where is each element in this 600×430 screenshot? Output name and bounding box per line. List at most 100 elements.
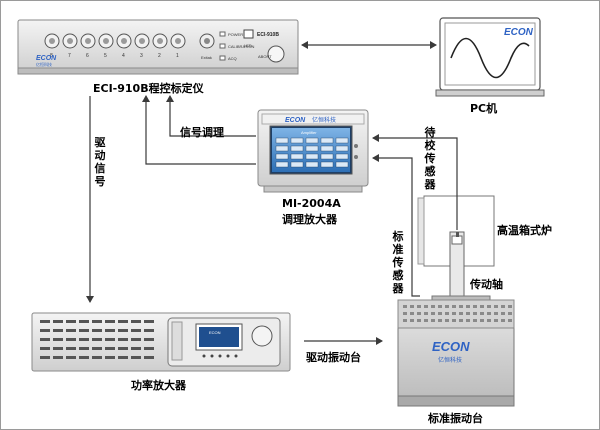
amp-screen-button (290, 145, 304, 152)
arrow-standard-sensor (372, 154, 420, 297)
shaker-vent (438, 319, 442, 322)
pc-brand: ECON (504, 27, 534, 38)
shaker-vent (452, 305, 456, 308)
vent-slot (105, 356, 115, 359)
shaker-vent (445, 319, 449, 322)
vent-slot (131, 320, 141, 323)
vent-slot (40, 347, 50, 350)
shaker-vent (466, 312, 470, 315)
vent-slot (131, 347, 141, 350)
bnc-channel-number: 7 (68, 53, 71, 59)
amp-brand: ECON (285, 117, 306, 124)
power-amp-vents (40, 320, 154, 359)
amp-screen-button (320, 145, 334, 152)
eci-brand: ECON (36, 55, 57, 62)
amp-screen-button (275, 137, 289, 144)
power-amp-dot (226, 354, 230, 358)
shaker-vent (473, 305, 477, 308)
shaker-vent (473, 312, 477, 315)
bnc-connector-pin (103, 38, 109, 44)
arrow-sensor-under-test (372, 134, 458, 230)
eci-label: ECI-910B程控标定仪 (93, 82, 204, 95)
calibration-led-label: CALIBRATION (228, 44, 254, 49)
pc-label: PC机 (470, 102, 498, 115)
shaker-vent (508, 312, 512, 315)
shaker-vent (403, 319, 407, 322)
vent-slot (79, 320, 89, 323)
vent-slot (144, 347, 154, 350)
power-amp-dot (218, 354, 222, 358)
shaker-vent (466, 305, 470, 308)
vent-slot (105, 329, 115, 332)
vent-slot (53, 320, 63, 323)
vent-slot (40, 320, 50, 323)
connection-arrows (86, 41, 458, 345)
drive-shaker-label: 驱动振动台 (306, 351, 361, 364)
amp-screen-button (320, 137, 334, 144)
shaker-vent (431, 305, 435, 308)
shaker-vent (487, 319, 491, 322)
bnc-connector-pin (139, 38, 145, 44)
vent-slot (53, 356, 63, 359)
vent-slot (118, 356, 128, 359)
mi-2004a-amplifier: ECON 亿恒科技 Amplifier (257, 109, 369, 193)
amp-indicator-1 (354, 144, 358, 148)
shaker-vent (438, 305, 442, 308)
vent-slot (144, 356, 154, 359)
power-led (219, 31, 226, 37)
vent-slot (66, 320, 76, 323)
bnc-channel-number: 4 (122, 53, 125, 59)
vent-slot (131, 329, 141, 332)
amp-screen-button (320, 153, 334, 160)
shaker-vent (480, 305, 484, 308)
shaker-vent (501, 305, 505, 308)
power-amp-brand: ECON (209, 330, 221, 335)
vent-slot (105, 338, 115, 341)
power-amp-knob (251, 325, 273, 347)
shaker-assembly: ECON 亿恒科技 (397, 231, 515, 407)
shaker-vent (487, 312, 491, 315)
bnc-connector-pin (85, 38, 91, 44)
vent-slot (40, 338, 50, 341)
vent-slot (118, 320, 128, 323)
vent-slot (92, 338, 102, 341)
shaft-label: 传动轴 (470, 278, 503, 291)
sensor-cable-stub (456, 232, 459, 237)
exitak-connector-pin (204, 38, 210, 44)
vent-slot (66, 347, 76, 350)
power-amp-dot (234, 354, 238, 358)
exitak-label: Exitak (201, 55, 212, 60)
vent-slot (53, 347, 63, 350)
vent-slot (79, 356, 89, 359)
shaker-vent (466, 319, 470, 322)
shaker-vent (508, 319, 512, 322)
shaker-vent (501, 319, 505, 322)
bnc-channel-number: 8 (50, 53, 53, 59)
amp-indicator-2 (354, 155, 358, 159)
abort-knob (267, 45, 285, 63)
drive-signal-label: 驱动信号 (94, 136, 106, 188)
amp-screen-button (290, 137, 304, 144)
shaker-vent (445, 312, 449, 315)
standard-sensor-label: 标准传感器 (392, 230, 404, 295)
amp-screen-button (335, 137, 349, 144)
shaker-vent-dots (403, 305, 512, 322)
shaker-vent (501, 312, 505, 315)
shaker-vent (410, 305, 414, 308)
amp-screen-button (305, 137, 319, 144)
shaker-vent (410, 312, 414, 315)
shaker-vent (417, 312, 421, 315)
amp-screen-button (335, 153, 349, 160)
shaker-vent (403, 305, 407, 308)
vent-slot (144, 320, 154, 323)
vent-slot (105, 320, 115, 323)
shaker-vent (459, 305, 463, 308)
amp-screen-button (305, 145, 319, 152)
shaker-vent (424, 305, 428, 308)
bnc-channel-number: 3 (140, 53, 143, 59)
shaker-vent (494, 305, 498, 308)
vent-slot (92, 320, 102, 323)
amp-screen-button (305, 153, 319, 160)
